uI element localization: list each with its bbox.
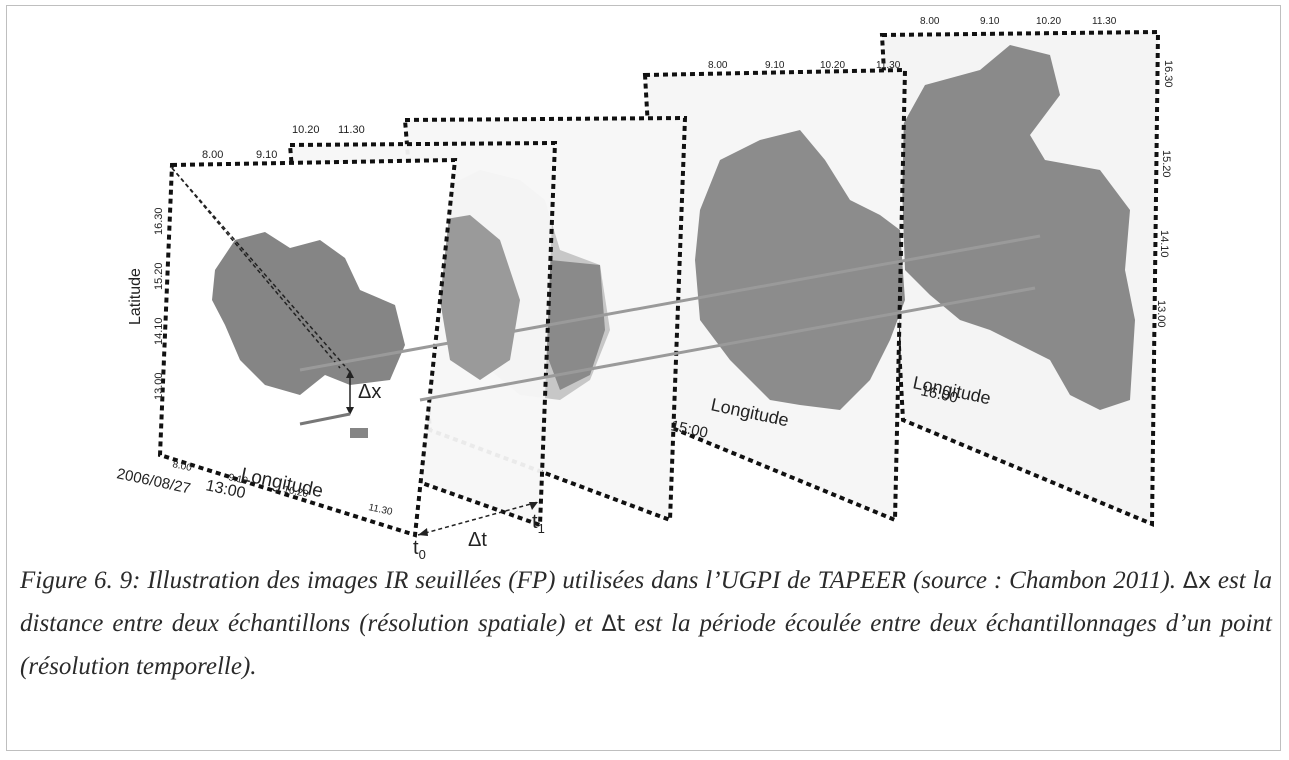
lat-tick: 15.20 [1160,150,1172,178]
frame-4 [642,67,908,523]
frame-5 [879,29,1161,527]
lon-tick: 11.30 [338,124,365,136]
lat-tick: 13.00 [153,372,165,400]
delta-t-label: Δt [468,529,487,551]
figure-illustration: Latitude 8.00 9.10 10.20 11.30 16.30 15.… [115,16,1174,560]
lat-axis-label: Latitude [127,268,144,325]
lat-tick: 14.10 [153,317,165,345]
cloud-mask-5 [900,45,1135,410]
lon-tick: 11.30 [876,60,901,71]
lon-tick: 11.30 [1092,16,1117,27]
caption-delta-x: Δx [1182,569,1211,594]
delta-x-label: Δx [358,381,381,403]
lon-tick: 8.00 [708,60,728,71]
lat-tick: 15.20 [153,262,165,290]
lon-tick: 10.20 [1036,16,1061,27]
caption-delta-t: Δt [601,612,626,637]
lon-tick: 9.10 [765,60,785,71]
lon-tick: 9.10 [227,472,249,487]
lon-tick: 8.00 [171,459,193,474]
t0-label: t0 [413,537,426,560]
trajectory-line-2 [419,286,1036,402]
frame-1 [157,157,458,538]
lat-tick: 16.30 [1162,60,1174,88]
lon-tick: 10.20 [820,60,845,71]
lon-tick: 10.20 [282,484,309,500]
lat-tick: 13.00 [1155,300,1167,328]
lat-tick: 14.10 [1158,230,1170,258]
lon-tick: 8.00 [920,16,940,27]
t1-label: t1 [532,511,545,536]
lon-tick: 9.10 [980,16,1000,27]
figure-caption: Figure 6. 9: Illustration des images IR … [20,567,1273,680]
trajectory-line-1 [299,234,1041,372]
lon-tick: 10.20 [292,124,320,136]
lat-tick: 16.30 [153,207,165,235]
lon-tick: 8.00 [202,149,223,161]
lon-tick: 9.10 [256,149,277,161]
lon-tick: 11.30 [367,502,393,518]
